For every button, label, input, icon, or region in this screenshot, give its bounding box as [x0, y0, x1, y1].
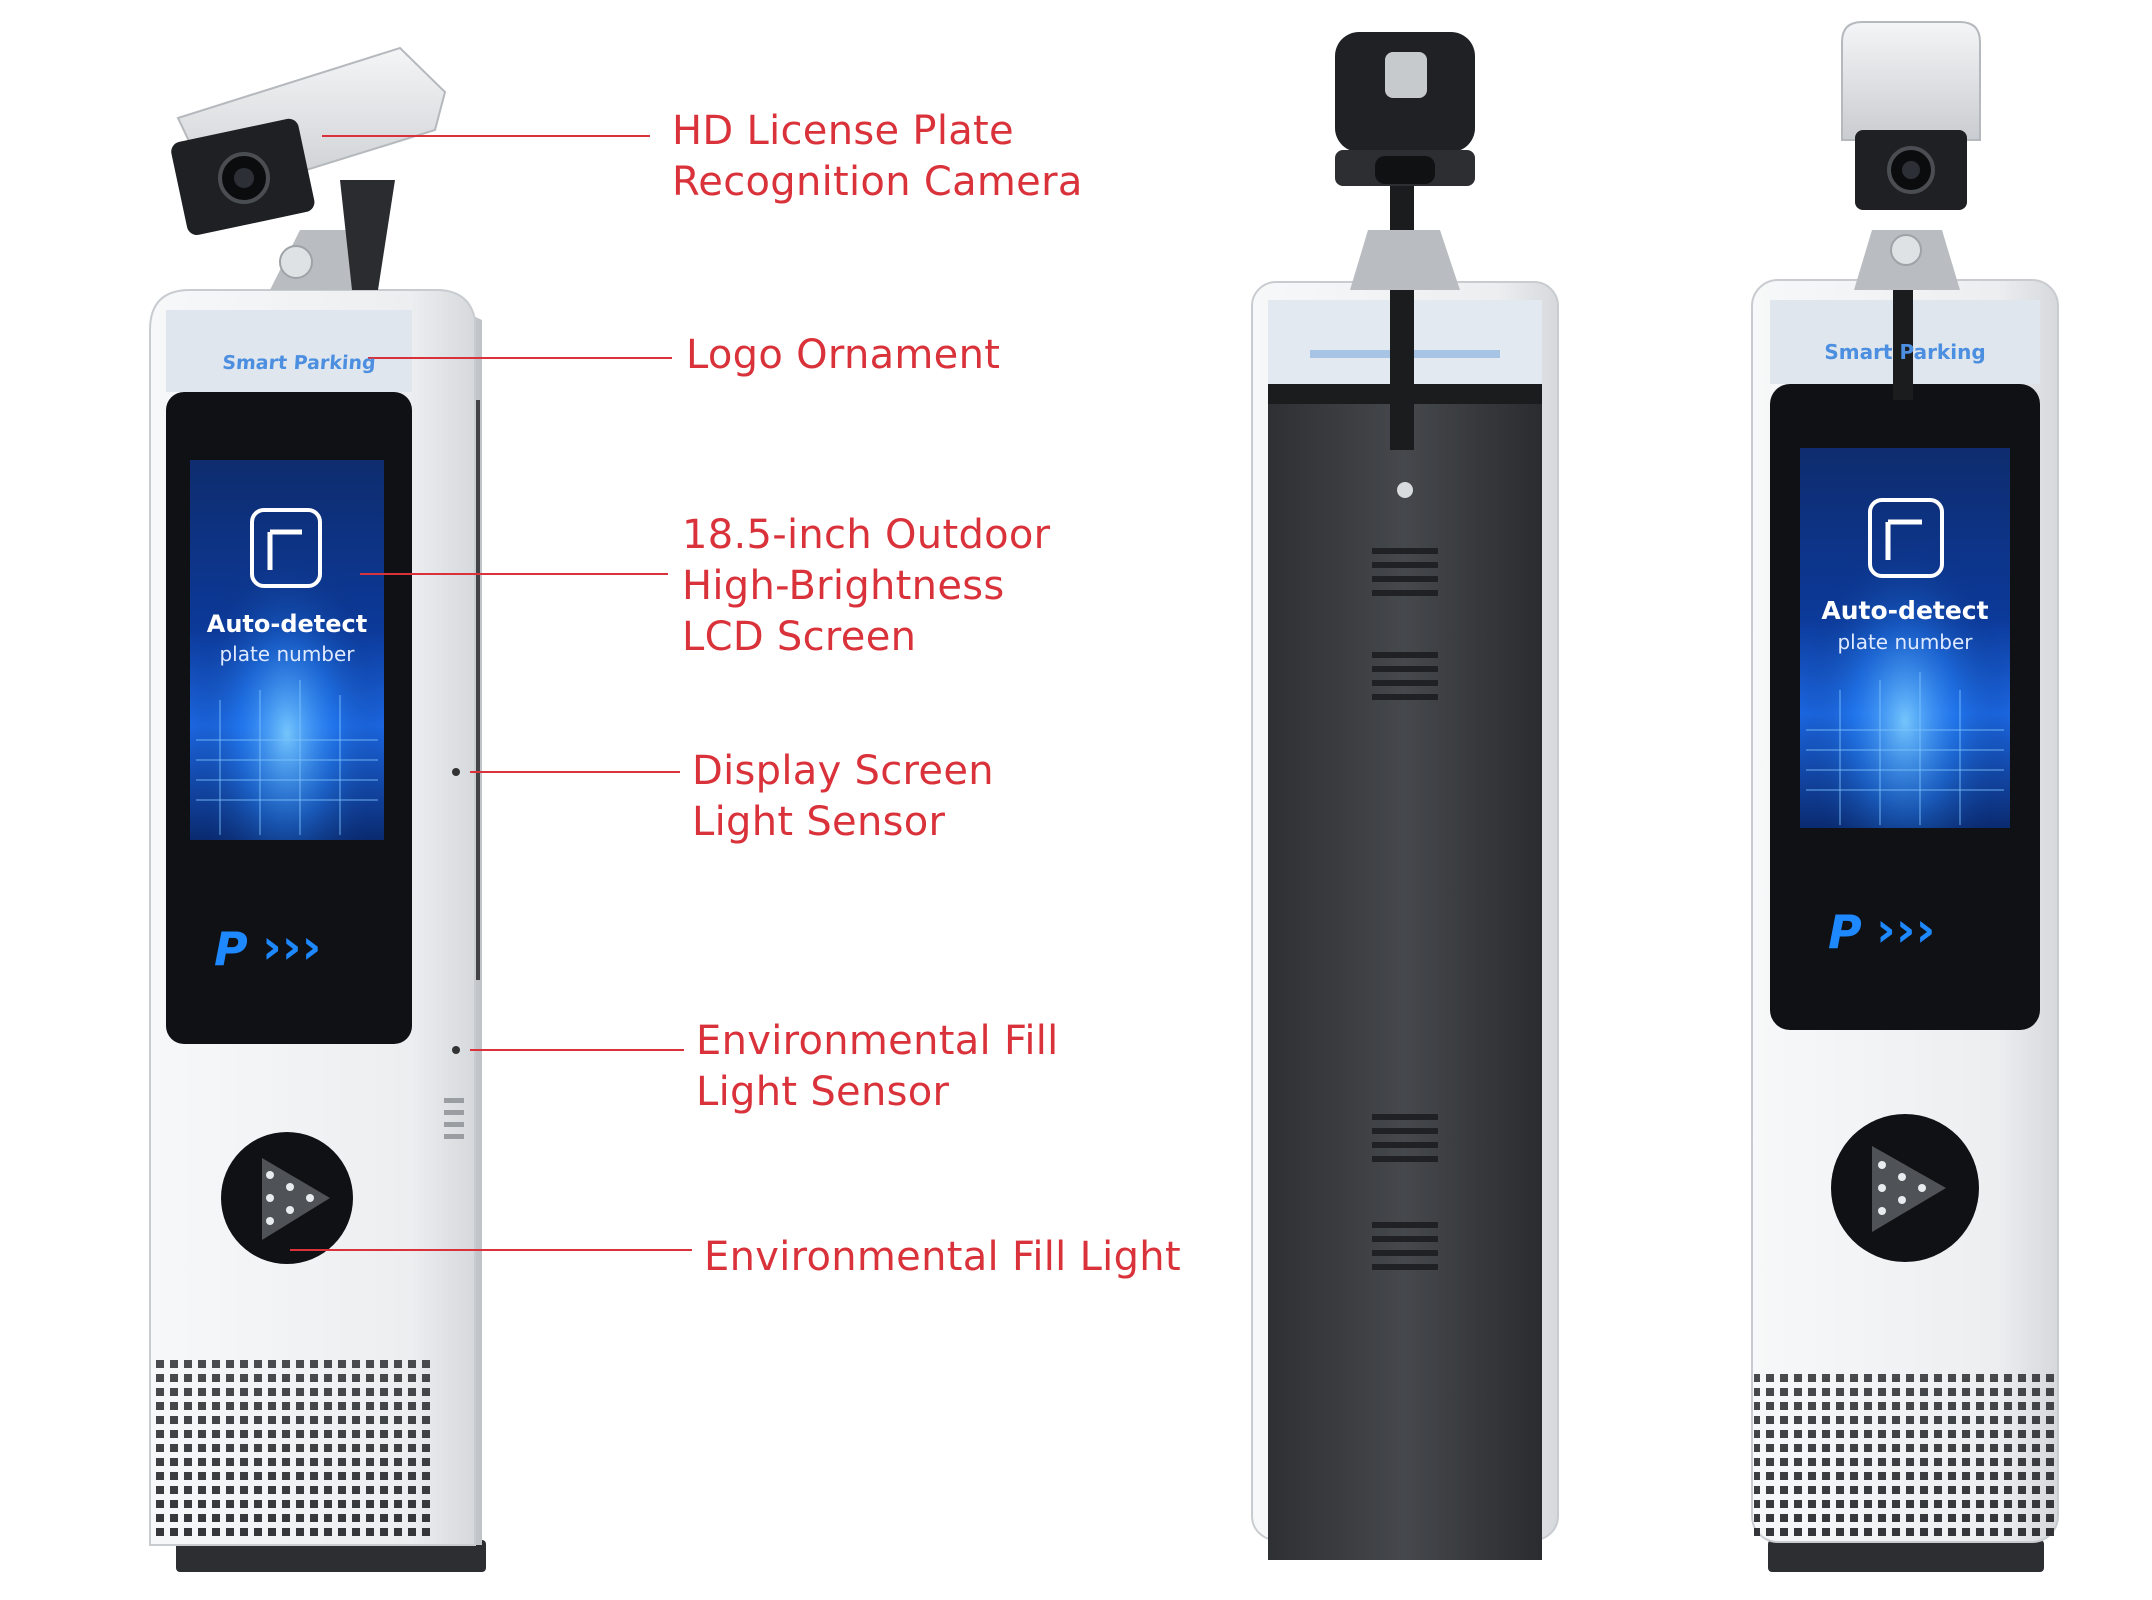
- terminal-front-angled: P ›››: [149, 46, 486, 1572]
- label-screen-line2: High-Brightness: [682, 563, 1005, 609]
- base-foot: [176, 1540, 486, 1572]
- brand-mark-right: P: [1828, 905, 1862, 959]
- label-fill-sensor-line2: Light Sensor: [696, 1069, 950, 1115]
- back-camera: [1335, 32, 1475, 186]
- label-logo-line1: Logo Ornament: [686, 332, 1001, 378]
- label-fill-light: Environmental Fill Light: [704, 1232, 1181, 1283]
- screen-city-lines: [196, 680, 378, 835]
- terminal-front: P ›››: [1751, 21, 2059, 1572]
- fill-light-leds: [266, 1171, 314, 1225]
- screen-app-icon: [250, 508, 322, 588]
- label-screen-sensor-line2: Light Sensor: [692, 799, 946, 845]
- screen-title-right: Auto-detect: [1821, 596, 1989, 625]
- screen-light-sensor: [452, 768, 460, 776]
- brand-mark: P: [214, 922, 248, 976]
- label-camera-line2: Recognition Camera: [672, 159, 1083, 205]
- label-fill-sensor-line1: Environmental Fill: [696, 1018, 1059, 1064]
- base-foot-right: [1768, 1540, 2044, 1572]
- label-screen-line1: 18.5-inch Outdoor: [682, 512, 1051, 558]
- back-access-panel: [1268, 384, 1542, 1560]
- screen-subtitle-right: plate number: [1837, 630, 1973, 654]
- leader-lines: [290, 135, 692, 1251]
- logo-text-left: Smart Parking: [221, 352, 377, 374]
- screen-app-icon-right: [1868, 498, 1944, 578]
- env-light-sensor: [452, 1046, 460, 1054]
- brand-arrows: ›››: [262, 919, 321, 975]
- screen-title-left: Auto-detect: [206, 610, 368, 638]
- back-lock: [1397, 482, 1413, 498]
- label-screen-sensor: Display Screen Light Sensor: [692, 746, 994, 848]
- label-screen-sensor-line1: Display Screen: [692, 748, 994, 794]
- front-camera: [1841, 21, 1981, 210]
- brand-arrows-right: ›››: [1876, 902, 1935, 958]
- label-camera: HD License Plate Recognition Camera: [672, 106, 1083, 208]
- screen-subtitle-left: plate number: [219, 642, 355, 666]
- base-dot-pattern-right: [1754, 1372, 2056, 1540]
- speaker-grille: [444, 1098, 464, 1139]
- base-dot-pattern: [152, 1360, 432, 1540]
- label-logo: Logo Ornament: [686, 330, 1000, 381]
- logo-window: [166, 310, 412, 392]
- label-fill-light-line1: Environmental Fill Light: [704, 1234, 1181, 1280]
- label-fill-sensor: Environmental Fill Light Sensor: [696, 1016, 1059, 1118]
- label-screen-line3: LCD Screen: [682, 614, 917, 660]
- label-camera-line1: HD License Plate: [672, 108, 1014, 154]
- back-vents: [1372, 548, 1438, 1270]
- label-screen: 18.5-inch Outdoor High-Brightness LCD Sc…: [682, 510, 1050, 663]
- logo-text-right: Smart Parking: [1824, 340, 1986, 364]
- terminal-back: [1251, 32, 1559, 1560]
- hd-camera: [171, 46, 447, 236]
